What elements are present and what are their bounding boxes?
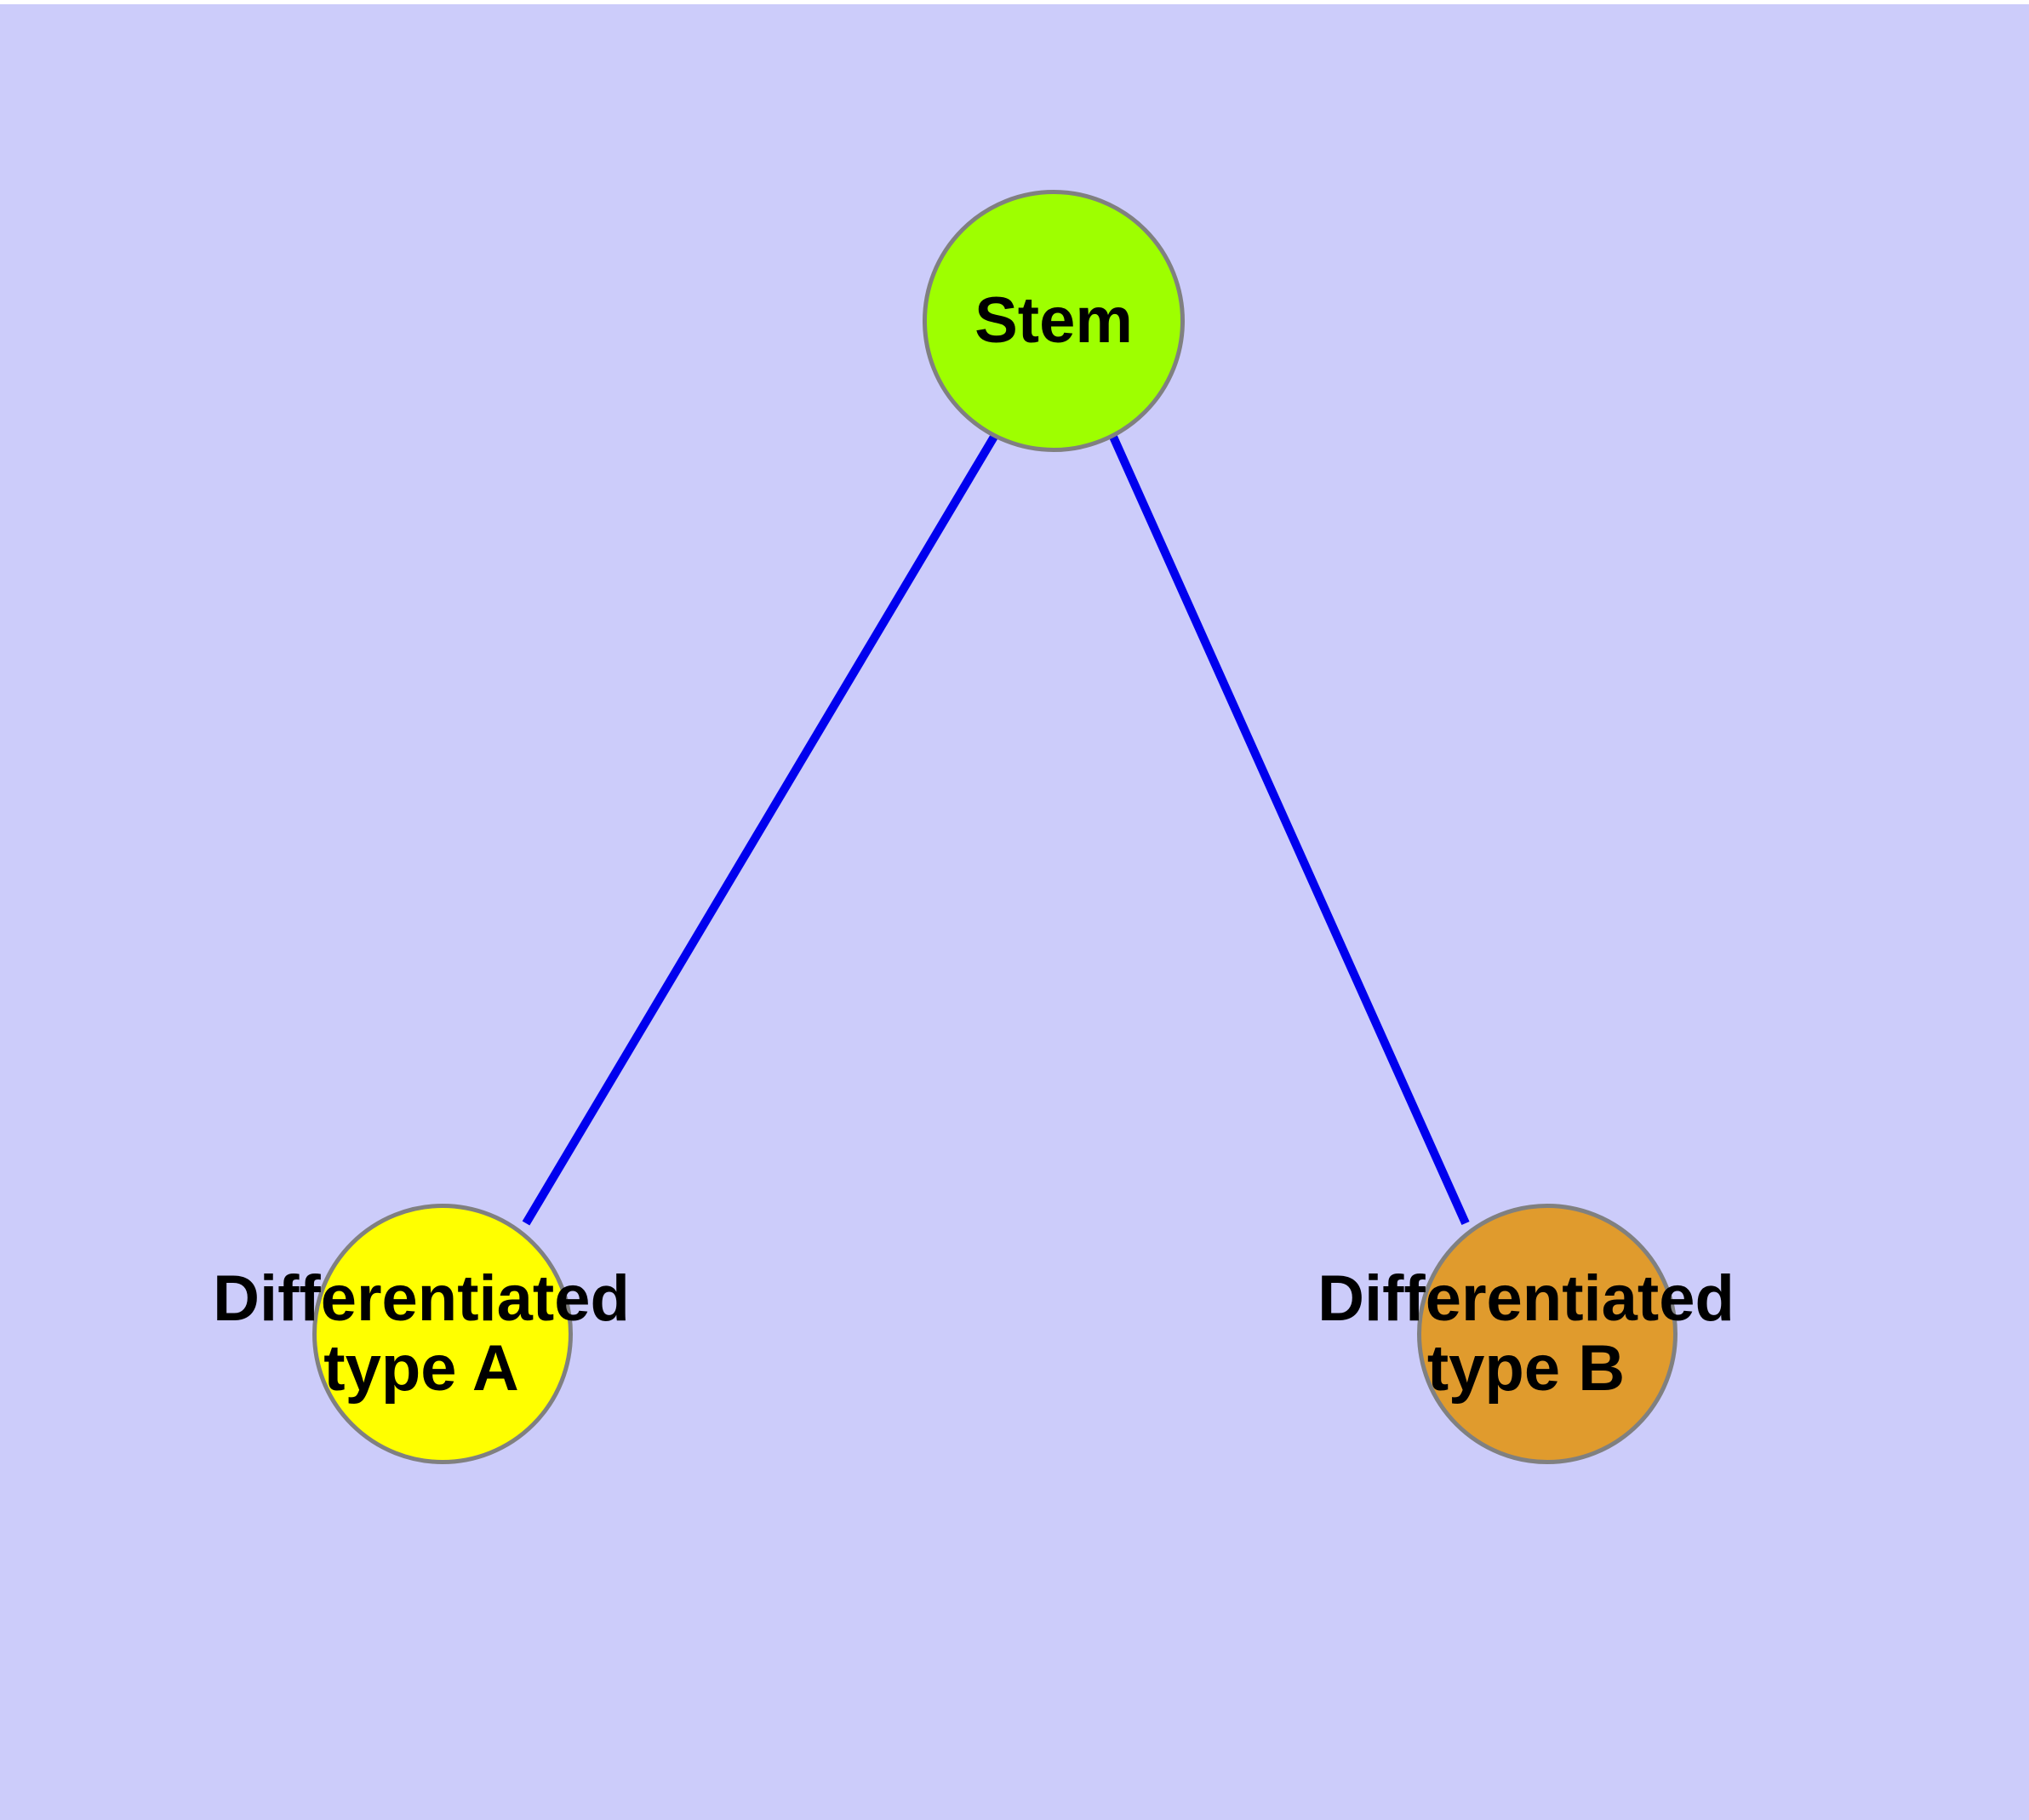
node-differentiated-type-b[interactable]: [1417, 1204, 1677, 1464]
top-white-strip: [0, 0, 2029, 4]
edge-stem-to-diff-a: [522, 434, 998, 1226]
node-stem[interactable]: [923, 190, 1185, 452]
edge-stem-to-diff-b: [1109, 434, 1470, 1226]
node-differentiated-type-a[interactable]: [312, 1204, 573, 1464]
